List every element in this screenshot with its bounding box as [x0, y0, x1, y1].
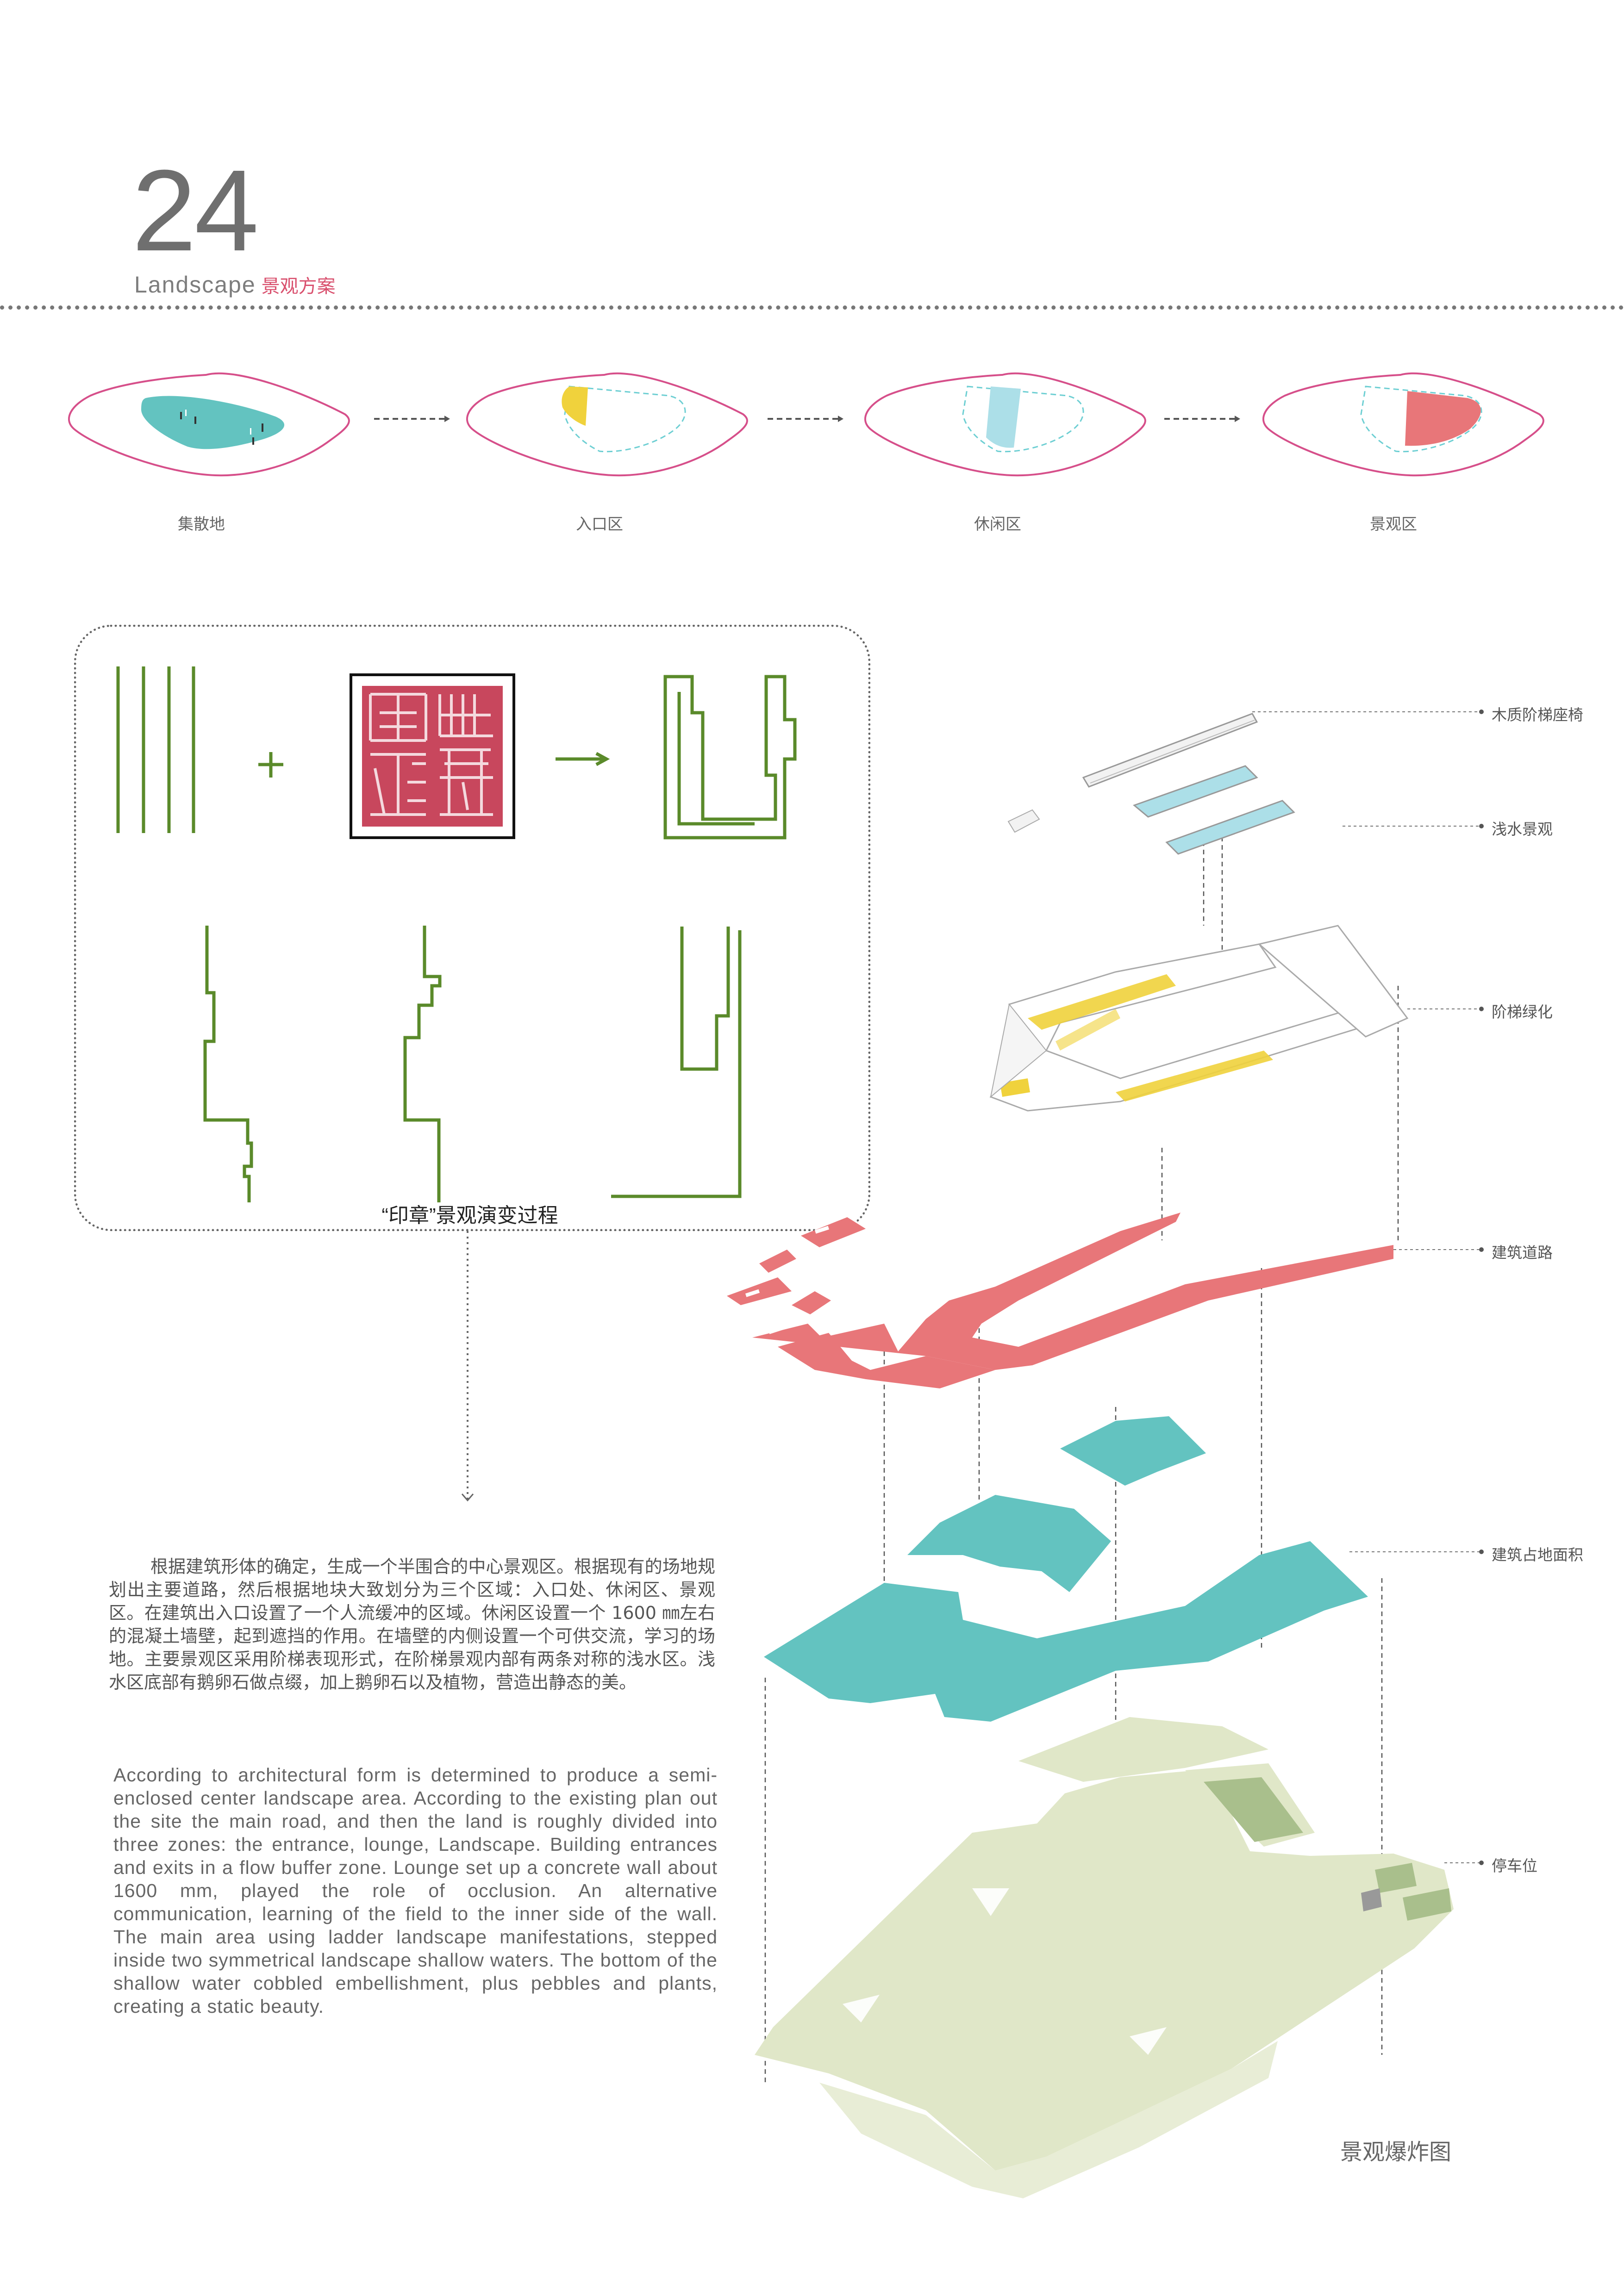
zone-label-gathering: 集散地 — [178, 515, 225, 534]
layer-label-roads: 建筑道路 — [1492, 1244, 1553, 1262]
right-arrow — [556, 752, 610, 766]
layer-label-wooden-seats: 木质阶梯座椅 — [1492, 706, 1583, 724]
evolution-caption: “印章”景观演变过程 — [381, 1204, 558, 1227]
caption-leader — [461, 1231, 474, 1502]
zone-diagram-row — [68, 372, 1544, 477]
zone-site-1 — [68, 372, 350, 477]
seal-stamp — [350, 673, 515, 839]
section-title-zh: 景观方案 — [261, 276, 336, 297]
ground-openings — [843, 1888, 1167, 2055]
layer-wooden-seats — [1007, 713, 1258, 833]
layer-building-footprint — [764, 1416, 1368, 1722]
label-dots — [1479, 709, 1484, 1865]
zone-label-landscape: 景观区 — [1370, 515, 1417, 534]
label-leaders — [1252, 711, 1479, 1863]
zone-site-4 — [1262, 372, 1544, 477]
plus-sign — [258, 752, 283, 778]
layer-label-building-footprint: 建筑占地面积 — [1492, 1546, 1583, 1564]
layer-label-shallow-water: 浅水景观 — [1492, 820, 1553, 838]
dotted-divider — [0, 305, 1624, 310]
arrow-3 — [1164, 416, 1240, 422]
landscape-area — [1405, 391, 1481, 446]
exploded-diagram — [727, 709, 1484, 2198]
gathering-area — [141, 396, 285, 449]
layer-stepped-greening — [989, 925, 1409, 1112]
seal-evolution-panel — [74, 625, 870, 1231]
guide-lines — [764, 828, 1399, 2083]
profile-3 — [611, 927, 742, 1198]
diagram-caption: 景观爆炸图 — [1340, 2139, 1452, 2165]
page-number: 24 — [132, 146, 259, 275]
entrance-area — [562, 386, 588, 426]
layer-label-stepped-greening: 阶梯绿化 — [1492, 1003, 1553, 1021]
seal-evolution-diagram — [116, 666, 797, 1202]
layer-parking-ground — [755, 1717, 1454, 2198]
lounge-area — [986, 386, 1021, 448]
arrow-1 — [374, 416, 450, 422]
layer-roads — [727, 1213, 1393, 1388]
zone-site-3 — [864, 372, 1146, 477]
arrow-2 — [768, 416, 843, 422]
layer-label-parking: 停车位 — [1492, 1857, 1537, 1875]
description-zh: 根据建筑形体的确定，生成一个半围合的中心景观区。根据现有的场地规划出主要道路，然… — [109, 1556, 715, 1692]
parking-stalls — [1375, 1863, 1451, 1921]
zone-label-entrance: 入口区 — [576, 515, 623, 534]
vertical-lines — [116, 666, 195, 833]
layer-shallow-water — [1133, 765, 1295, 855]
result-plan — [663, 675, 797, 840]
zone-label-lounge: 休闲区 — [974, 515, 1021, 534]
description-en: According to architectural form is deter… — [113, 1764, 718, 2017]
road-markings — [745, 1226, 830, 1334]
profile-2 — [403, 926, 442, 1202]
zone-site-2 — [466, 372, 748, 477]
section-title-en: Landscape — [134, 272, 256, 298]
profile-1 — [203, 926, 253, 1202]
